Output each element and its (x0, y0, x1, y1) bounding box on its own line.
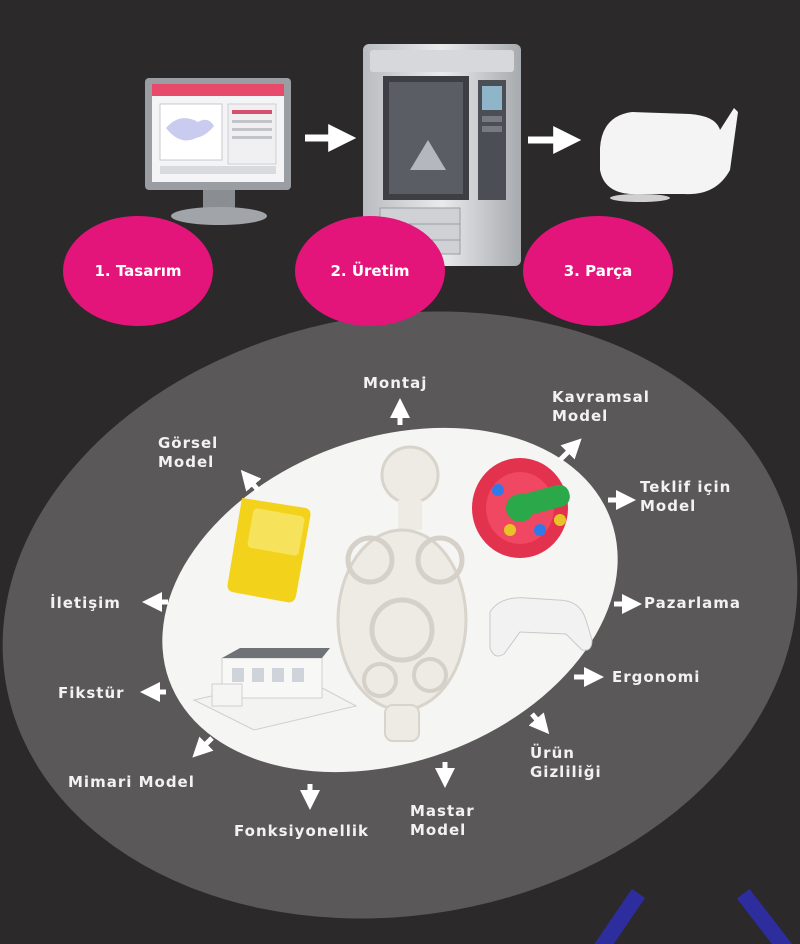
step-bubble-tasarim (63, 216, 213, 326)
printed-part-icon (600, 108, 738, 202)
label-kavramsal-model: Kavramsal Model (552, 388, 650, 425)
step-bubble-parca (523, 216, 673, 326)
brand-logo-fragment (594, 888, 793, 944)
label-mastar-model: Mastar Model (410, 802, 475, 839)
arrow-urun-gizliligi (528, 712, 550, 735)
label-iletisim: İletişim (50, 594, 121, 612)
label-gorsel-model: Görsel Model (158, 434, 219, 471)
label-teklif-icin-model: Teklif için Model (640, 478, 732, 515)
game-controller-model (489, 597, 593, 657)
computer-monitor-icon (145, 78, 291, 225)
label-urun-gizliligi: Ürün Gizliliği (530, 744, 602, 781)
label-pazarlama: Pazarlama (644, 594, 741, 612)
3d-printer-icon (363, 44, 521, 266)
step-label-uretim: 2. Üretim (330, 262, 410, 280)
label-mimari-model: Mimari Model (68, 773, 195, 791)
step-label-tasarim: 1. Tasarım (94, 262, 182, 280)
architectural-model (192, 648, 358, 731)
lattice-part-model (336, 445, 468, 742)
arrow-gorsel-model (240, 469, 262, 492)
arrow-kavramsal-model (558, 438, 582, 462)
red-assembly-model (472, 458, 570, 558)
step-label-parca: 3. Parça (563, 262, 633, 280)
step-bubble-uretim (295, 216, 445, 326)
yellow-device-model (227, 498, 311, 603)
label-fikstur: Fikstür (58, 684, 125, 702)
arrow-mimari-model (192, 736, 214, 758)
label-ergonomi: Ergonomi (612, 668, 701, 686)
label-fonksiyonellik: Fonksiyonellik (234, 822, 370, 840)
label-montaj: Montaj (363, 374, 428, 392)
